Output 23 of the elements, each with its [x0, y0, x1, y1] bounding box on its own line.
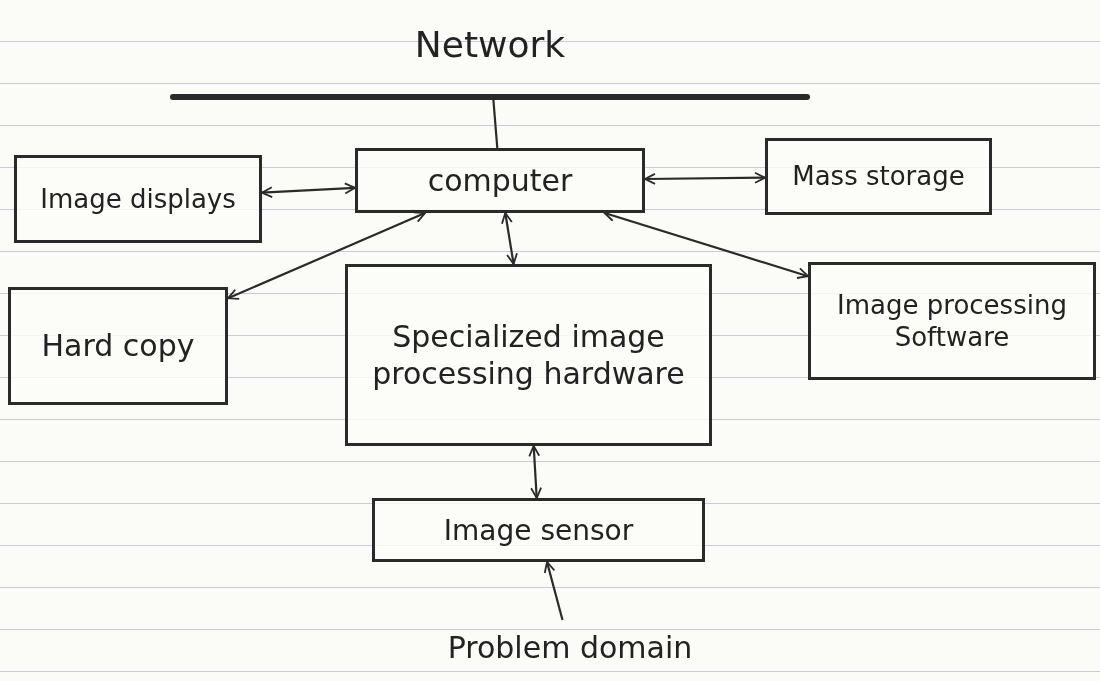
box-label: Hard copy [41, 327, 195, 365]
component-box [8, 287, 228, 405]
component-box [372, 498, 705, 562]
arrow [603, 210, 809, 279]
box-label: Mass storage [792, 160, 965, 193]
component-box [14, 155, 262, 243]
box-label: Problem domain [447, 629, 693, 667]
component-box [765, 138, 992, 215]
box-label: computer [427, 161, 573, 200]
arrow [261, 182, 356, 199]
box-label: Network [414, 23, 566, 67]
arrow [528, 445, 542, 499]
box-label: Image processing Software [836, 288, 1068, 354]
box-label: Image sensor [443, 512, 634, 548]
arrow [227, 211, 426, 300]
box-label: Image displays [40, 182, 236, 216]
arrow [543, 561, 564, 621]
component-box [808, 262, 1096, 380]
arrow [644, 171, 766, 185]
component-box [355, 148, 645, 213]
arrow [501, 212, 518, 265]
box-label: Specialized image processing hardware [371, 317, 686, 393]
component-box [345, 264, 712, 446]
